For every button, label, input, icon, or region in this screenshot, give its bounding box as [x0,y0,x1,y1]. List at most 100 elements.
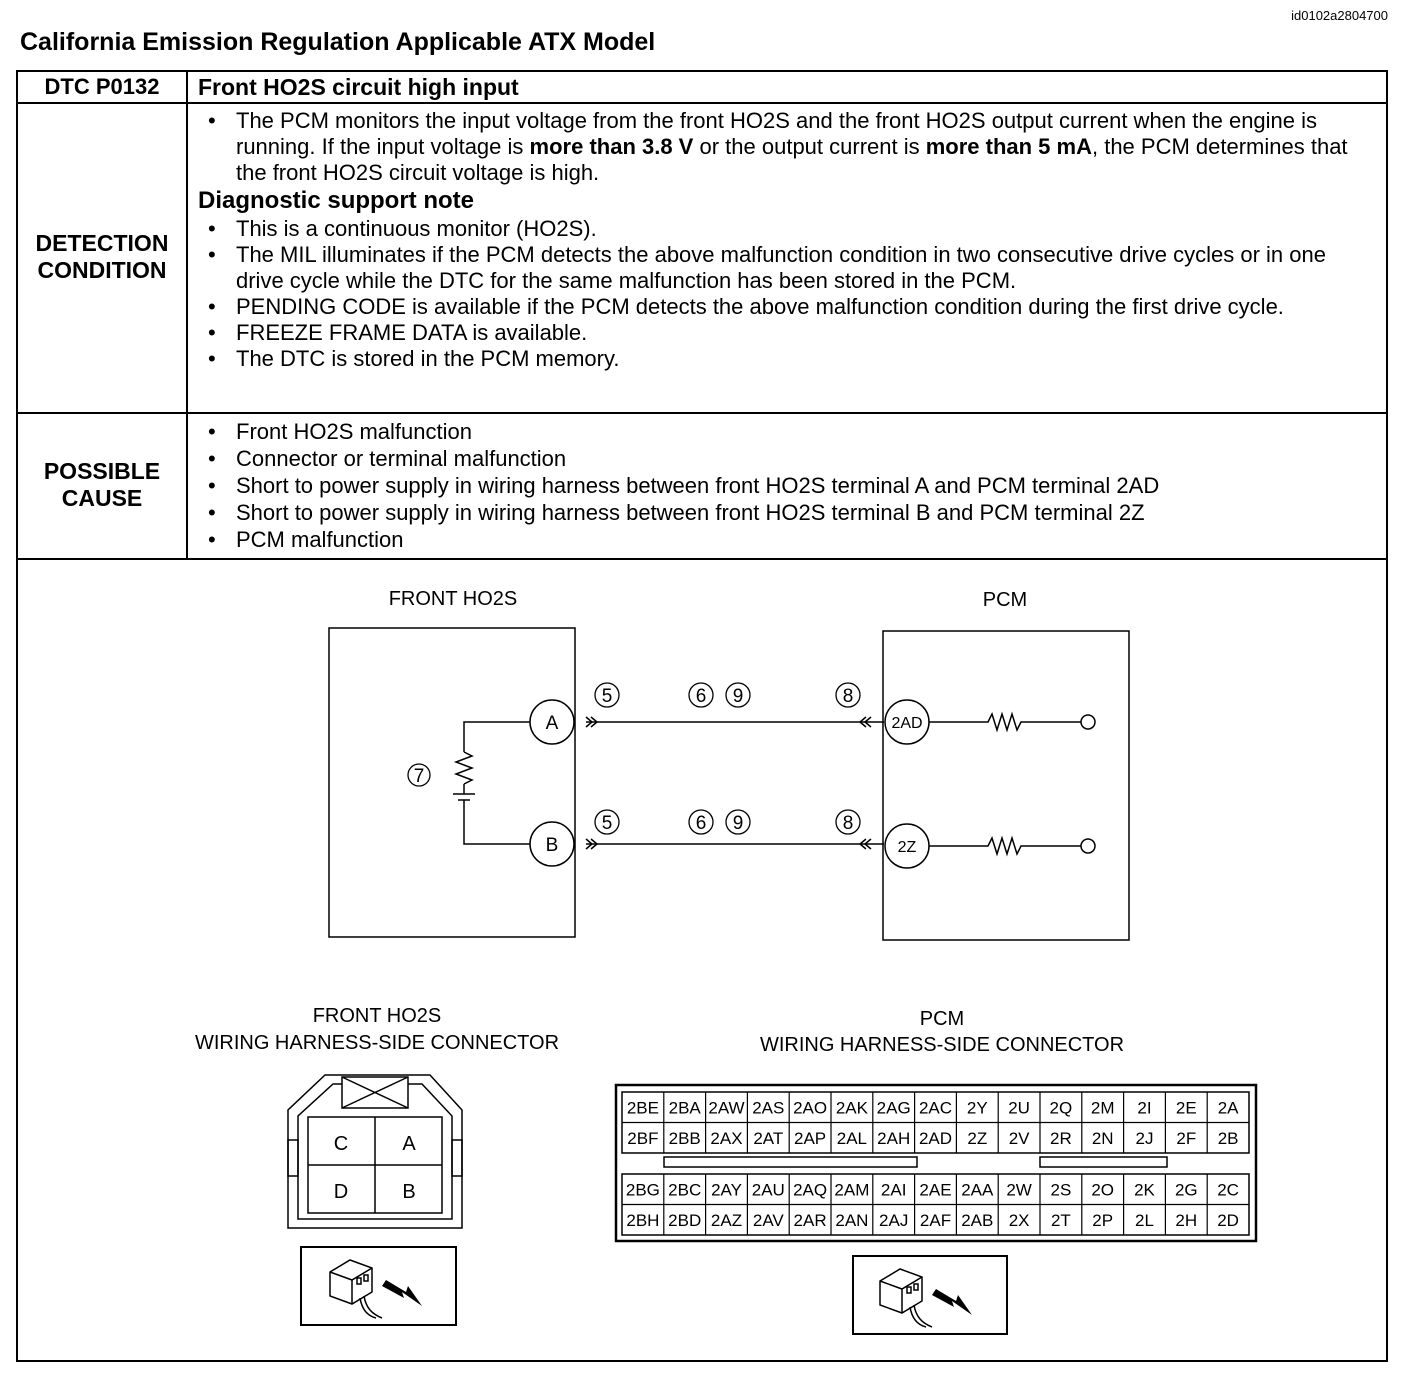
pcm-connector-title-1: PCM [920,1008,964,1030]
detection-main-list: The PCM monitors the input voltage from … [198,108,1368,186]
pcm-pin: 2N [1092,1129,1114,1148]
pcm-pin: 2AS [752,1098,784,1117]
pcm-pin: 2AD [919,1129,952,1148]
detection-main-text-1: The PCM monitors the input voltage from … [236,108,1318,159]
pcm-pin: 2H [1175,1211,1197,1230]
heater-reference-circle [407,763,431,787]
pcm-pin: 2BC [668,1180,701,1199]
pcm-pin: 2Z [967,1129,987,1148]
voltage-threshold: more than 3.8 V [529,134,694,159]
current-threshold: more than 5 mA [925,134,1092,159]
pcm-pin: 2AL [837,1129,867,1148]
pcm-pin: 2S [1051,1180,1072,1199]
pcm-pin: 2B [1218,1129,1239,1148]
pcm-pin: 2AP [794,1129,826,1148]
ho2s-connector-title-1: FRONT HO2S [313,1005,442,1027]
reference-circle [725,809,751,835]
document-id: id0102a2804700 [1291,8,1388,23]
dtc-table: DTC P0132 Front HO2S circuit high input … [16,70,1388,1362]
pcm-pin: 2M [1091,1098,1115,1117]
possible-cause-content: Front HO2S malfunction Connector or term… [198,418,1368,553]
row-divider [18,102,1386,104]
pcm-pin: 2G [1175,1180,1198,1199]
pcm-pin: 2L [1135,1211,1154,1230]
pcm-pin: 2AO [793,1098,827,1117]
dtc-title: Front HO2S circuit high input [198,74,519,100]
pcm-pin: 2BH [626,1211,659,1230]
pcm-pin: 2Y [967,1098,988,1117]
pcm-box [882,630,1130,941]
heater-resistor-symbol [453,721,530,845]
ho2s-pin-b: B [402,1181,415,1203]
ho2s-pin-a: A [402,1133,416,1155]
pcm-pin: 2I [1137,1098,1151,1117]
pcm-pin: 2AG [877,1098,911,1117]
pcm-pin: 2AB [961,1211,993,1230]
pcm-pin: 2Q [1050,1098,1073,1117]
pcm-pin: 2X [1009,1211,1030,1230]
pcm-pin: 2AA [961,1180,994,1199]
terminal-a-circle [529,699,575,745]
pcm-pin: 2AM [834,1180,869,1199]
row-divider [18,558,1386,560]
support-note: The MIL illuminates if the PCM detects t… [198,242,1368,294]
pcm-pin: 2AQ [793,1180,827,1199]
pcm-pin: 2F [1176,1129,1196,1148]
pcm-pin: 2AI [881,1180,907,1199]
support-note: This is a continuous monitor (HO2S). [198,216,1368,242]
possible-cause-label-line2: CAUSE [61,485,143,511]
cause-item: Short to power supply in wiring harness … [198,499,1368,526]
row-divider [18,412,1386,414]
ho2s-connector-title-2: WIRING HARNESS-SIDE CONNECTOR [195,1032,559,1054]
pcm-pin: 2AF [920,1211,951,1230]
reference-number: 9 [733,813,744,834]
reference-circle [594,682,620,708]
pcm-pin: 2AT [753,1129,783,1148]
reference-circle [835,809,861,835]
pcm-pin: 2BE [627,1098,659,1117]
detection-main-text-2: or the output current is [693,134,926,159]
reference-circle [688,682,714,708]
pcm-pin: 2AH [877,1129,910,1148]
page-title: California Emission Regulation Applicabl… [20,28,656,56]
pcm-pin: 2BF [627,1129,658,1148]
pcm-pin: 2AE [919,1180,951,1199]
reference-number: 8 [843,813,854,834]
cause-item: Front HO2S malfunction [198,418,1368,445]
pcm-terminal-2ad-label: 2AD [891,715,922,732]
detection-label-line1: DETECTION [35,230,169,256]
reference-number: 6 [696,813,707,834]
possible-cause-list: Front HO2S malfunction Connector or term… [198,418,1368,553]
pcm-label: PCM [983,589,1027,611]
pcm-pin: 2AC [919,1098,952,1117]
reference-circle [835,682,861,708]
support-note: The DTC is stored in the PCM memory. [198,346,1368,372]
detection-content: The PCM monitors the input voltage from … [198,108,1368,372]
pcm-pin: 2AN [835,1211,868,1230]
reference-circle [688,809,714,835]
reference-number: 9 [733,686,744,707]
pcm-pin: 2K [1134,1180,1155,1199]
possible-cause-label: POSSIBLE CAUSE [18,458,186,512]
pcm-pin: 2O [1091,1180,1114,1199]
pcm-pin: 2BD [668,1211,701,1230]
support-note: FREEZE FRAME DATA is available. [198,320,1368,346]
detection-main-text-3: , the PCM determines that the front HO2S… [236,134,1348,185]
cause-item: PCM malfunction [198,526,1368,553]
pcm-pin: 2AZ [711,1211,742,1230]
pcm-pin: 2U [1008,1098,1030,1117]
front-ho2s-box [328,627,576,938]
pcm-pin: 2E [1176,1098,1197,1117]
pcm-pin: 2AV [753,1211,785,1230]
harness-side-view-icon [300,1246,457,1326]
pcm-pin: 2P [1092,1211,1113,1230]
detection-label-line2: CONDITION [37,257,167,283]
pcm-pin: 2BA [669,1098,702,1117]
pcm-pin: 2BB [669,1129,701,1148]
pcm-pin: 2J [1136,1129,1154,1148]
pcm-terminal-2z-label: 2Z [898,839,917,856]
pcm-pin: 2W [1006,1180,1032,1199]
harness-side-view-icon [852,1255,1008,1335]
pcm-pin: 2AK [836,1098,869,1117]
